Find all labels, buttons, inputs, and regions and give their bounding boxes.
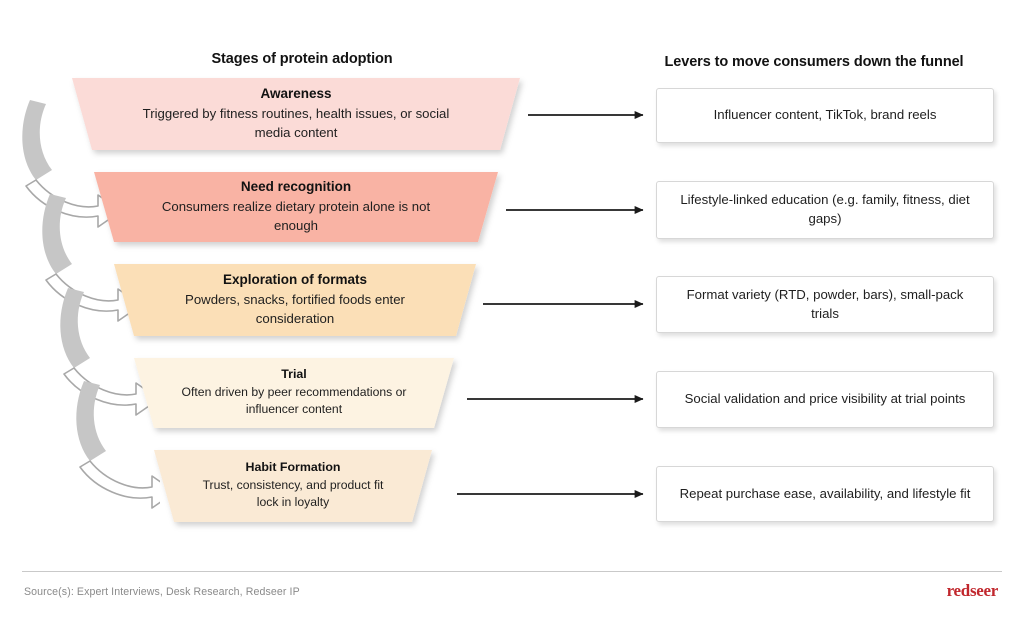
funnel-stage-2-title: Need recognition <box>240 178 352 194</box>
funnel-stage-3-description: Powders, snacks, fortified foods enter c… <box>185 291 405 327</box>
funnel-shapes <box>72 78 520 522</box>
lever-box-1[interactable]: Influencer content, TikTok, brand reels <box>656 88 994 143</box>
lever-box-5-text: Repeat purchase ease, availability, and … <box>679 485 971 501</box>
page-title-stages: Stages of protein adoption <box>211 51 393 67</box>
funnel-stage-5-description: Trust, consistency, and product fit lock… <box>202 477 384 510</box>
lever-box-5[interactable]: Repeat purchase ease, availability, and … <box>656 466 994 522</box>
funnel-stage-3-title: Exploration of formats <box>222 271 367 287</box>
funnel-stage-5[interactable]: Habit Formation Trust, consistency, and … <box>154 450 432 522</box>
lever-box-3[interactable]: Format variety (RTD, powder, bars), smal… <box>656 276 994 333</box>
funnel-stage-5-title: Habit Formation <box>245 460 341 474</box>
funnel-stage-4-description: Often driven by peer recommendations or … <box>181 384 407 417</box>
funnel-stage-1-description: Triggered by fitness routines, health is… <box>142 105 450 141</box>
lever-box-3-text: Format variety (RTD, powder, bars), smal… <box>686 286 964 321</box>
funnel-shape-4 <box>134 358 454 428</box>
funnel-stage-3[interactable]: Exploration of formats Powders, snacks, … <box>114 264 476 336</box>
funnel-stage-1-title: Awareness <box>260 85 332 101</box>
funnel-stage-2-description: Consumers realize dietary protein alone … <box>161 198 431 234</box>
lever-box-1-text: Influencer content, TikTok, brand reels <box>713 107 937 123</box>
lever-box-4[interactable]: Social validation and price visibility a… <box>656 371 994 428</box>
funnel-shape-1 <box>72 78 520 150</box>
footer-divider <box>22 571 1002 572</box>
source-note: Source(s): Expert Interviews, Desk Resea… <box>24 586 300 598</box>
funnel-shape-3 <box>114 264 476 336</box>
funnel-shape-5 <box>154 450 432 522</box>
lever-box-4-text: Social validation and price visibility a… <box>684 391 966 407</box>
page-title-levers: Levers to move consumers down the funnel <box>664 54 964 70</box>
lever-box-2-text: Lifestyle-linked education (e.g. family,… <box>680 192 970 226</box>
funnel-stage-1[interactable]: Awareness Triggered by fitness routines,… <box>72 78 520 150</box>
funnel-shape-2 <box>94 172 498 242</box>
funnel-stage-4-title: Trial <box>281 367 307 381</box>
redseer-logo: redseer <box>946 581 999 600</box>
lever-box-2[interactable]: Lifestyle-linked education (e.g. family,… <box>656 181 994 239</box>
funnel-stage-4[interactable]: Trial Often driven by peer recommendatio… <box>134 358 454 428</box>
funnel-stage-2[interactable]: Need recognition Consumers realize dieta… <box>94 172 498 242</box>
funnel-stage-group: Awareness Triggered by fitness routines,… <box>0 76 604 538</box>
